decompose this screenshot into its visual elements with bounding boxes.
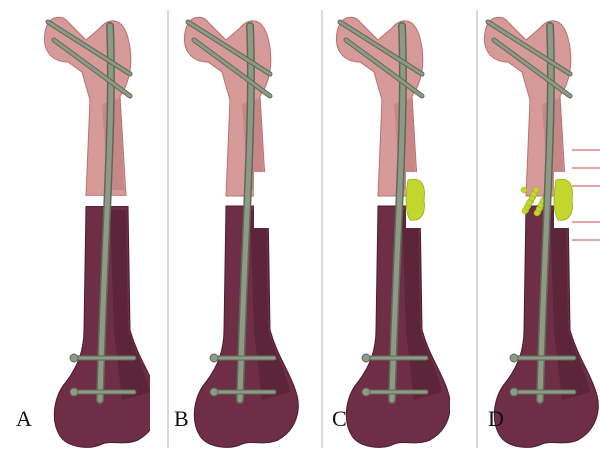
screw-head xyxy=(70,354,78,362)
panel-label-d: D xyxy=(488,408,504,430)
panel-d: D xyxy=(450,0,600,458)
bone-graft xyxy=(406,179,424,220)
screw-head xyxy=(362,388,370,396)
graft-chip xyxy=(526,200,532,206)
panel-b: B xyxy=(150,0,300,458)
femur-model-c xyxy=(300,0,450,458)
femur-model-b xyxy=(150,0,300,458)
screw-head xyxy=(510,388,518,396)
bone-graft xyxy=(554,179,572,220)
panel-label-c: C xyxy=(332,408,347,430)
panel-c: C xyxy=(300,0,450,458)
graft-chip xyxy=(521,187,527,193)
screw-head xyxy=(210,354,218,362)
graft-chip xyxy=(533,187,539,193)
screw-head xyxy=(70,388,78,396)
panel-a: A xyxy=(0,0,150,458)
bone-defect xyxy=(254,172,270,228)
screw-head xyxy=(362,354,370,362)
screw-head xyxy=(510,354,518,362)
femur-model-d xyxy=(450,0,600,458)
panel-label-a: A xyxy=(16,408,32,430)
screw-head xyxy=(210,388,218,396)
panel-label-b: B xyxy=(174,408,189,430)
femur-model-a xyxy=(0,0,150,458)
